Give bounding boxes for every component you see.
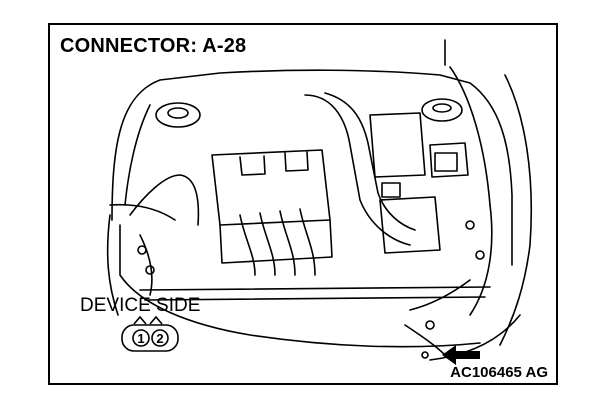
connector-title: CONNECTOR: A-28: [60, 35, 247, 57]
device-side-label: DEVICE SIDE: [80, 295, 201, 316]
figure-code: AC106465 AG: [450, 364, 548, 381]
diagram-frame: CONNECTOR: A-28 DEVICE SIDE 1 2 AC106465…: [48, 23, 558, 385]
engine-bay-illustration: [106, 39, 533, 361]
